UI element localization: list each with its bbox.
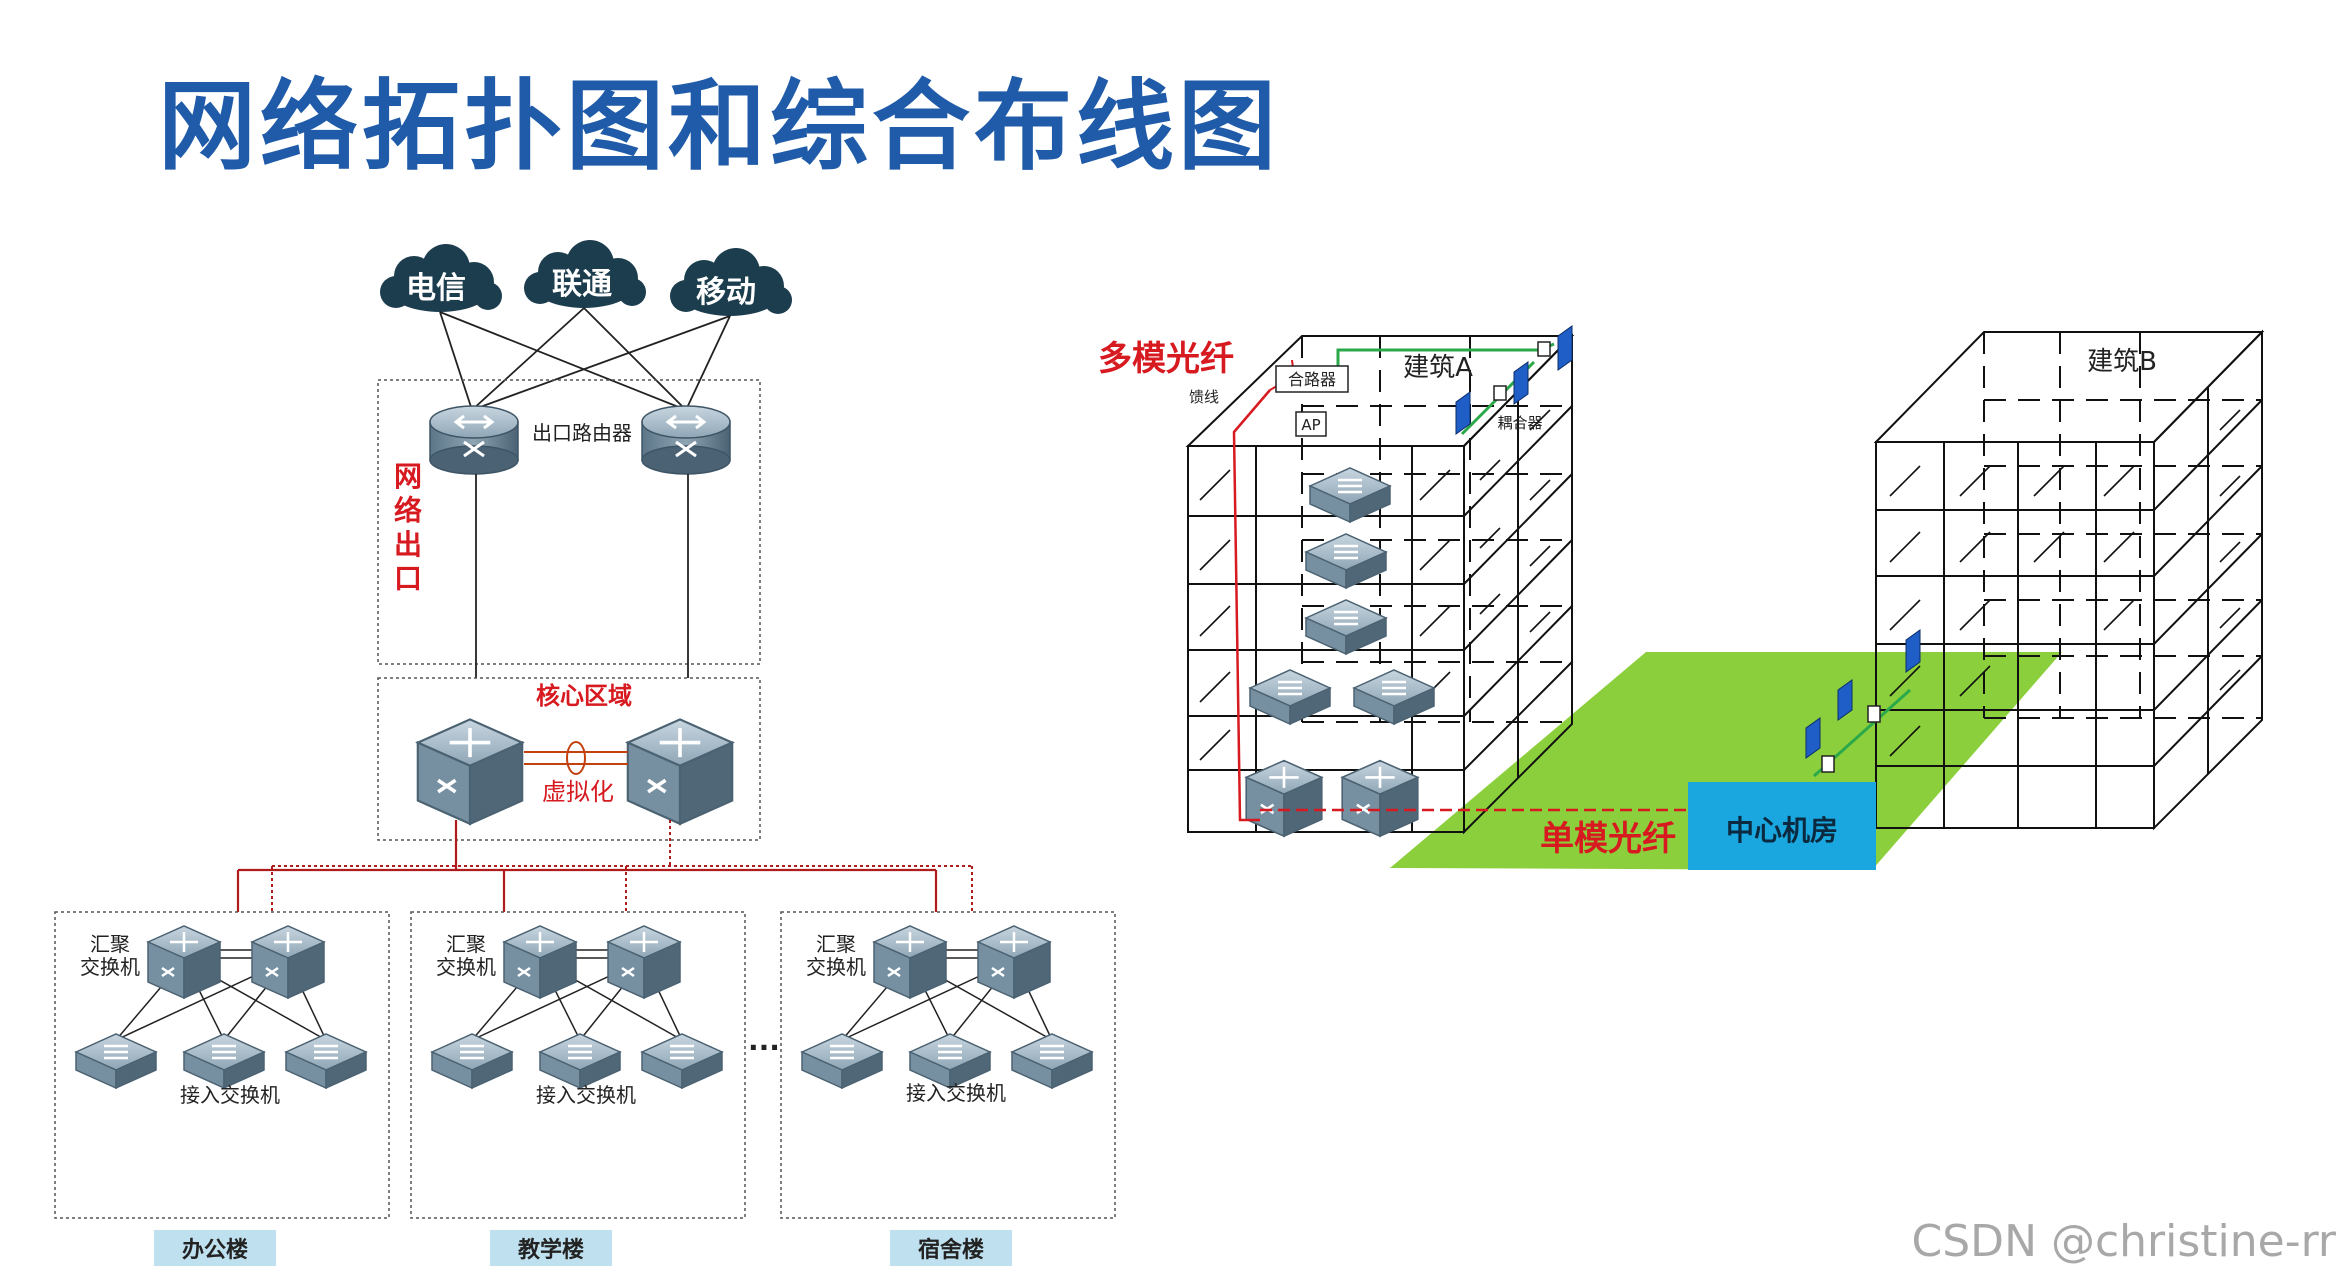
ap-label: AP: [1301, 416, 1320, 434]
core-zone-box: [377, 677, 761, 841]
building-group-office: 汇聚 交换机 接入交换机 办公楼: [54, 911, 390, 1266]
agg-label: 交换机: [436, 955, 496, 979]
egress-router-right: [640, 404, 732, 476]
core-switch-left: [415, 717, 525, 826]
access-label: 接入交换机: [180, 1083, 280, 1107]
access-switch: [640, 1032, 724, 1090]
isp-label: 联通: [552, 267, 612, 302]
egress-zone-label: 网 络 出 口: [394, 460, 422, 595]
data-center-box: [1688, 782, 1876, 870]
building-name: 宿舍楼: [918, 1237, 984, 1263]
access-switch: [1010, 1032, 1094, 1090]
access-switch: [800, 1032, 884, 1090]
agg-switch: [976, 924, 1052, 1000]
agg-label: 汇聚: [816, 932, 856, 956]
egress-zone-box: [377, 379, 761, 665]
combiner-box: [1275, 365, 1349, 393]
more-buildings-ellipsis: ...: [748, 1024, 780, 1057]
ap-box: [1295, 411, 1327, 437]
feeder-line: [1232, 359, 1296, 822]
access-label: 接入交换机: [536, 1083, 636, 1107]
building-a-switches: [1244, 466, 1436, 838]
agg-switch: [502, 924, 578, 1000]
svg-text:口: 口: [394, 562, 422, 595]
building-b-label: 建筑B: [2087, 347, 2157, 377]
multimode-fiber-label: 多模光纤: [1098, 339, 1234, 379]
access-switch: [74, 1032, 158, 1090]
egress-router-label: 出口路由器: [532, 421, 632, 445]
agg-label: 汇聚: [90, 932, 130, 956]
building-name: 办公楼: [182, 1238, 248, 1263]
combiner-label: 合路器: [1288, 370, 1336, 389]
svg-text:络: 络: [394, 494, 422, 527]
singlemode-fiber-label: 单模光纤: [1540, 819, 1676, 859]
egress-router-left: [428, 404, 520, 476]
svg-text:出: 出: [394, 528, 422, 561]
antenna-panels-a: [1455, 325, 1573, 435]
agg-switch: [250, 924, 326, 1000]
virtualization-label: 虚拟化: [542, 778, 614, 806]
agg-switch: [146, 924, 222, 1000]
coupler-label: 耦合器: [1497, 414, 1542, 432]
building-b: [1873, 329, 2265, 831]
distribution-links: [236, 820, 938, 912]
access-switch: [538, 1032, 622, 1090]
building-group-dormitory: 汇聚 交换机 接入交换机 宿舍楼: [780, 911, 1116, 1266]
isp-cloud-telecom: 电信: [380, 244, 502, 312]
isp-label: 移动: [696, 275, 756, 310]
access-label: 接入交换机: [906, 1081, 1006, 1105]
access-switch: [182, 1032, 266, 1090]
cabling-diagram: 合路器 AP 馈线 耦合器 建筑A: [1098, 325, 2265, 870]
data-center-label: 中心机房: [1726, 814, 1838, 847]
isp-cloud-unicom: 联通: [524, 240, 646, 308]
watermark: CSDN @christine-rr: [1911, 1216, 2336, 1267]
access-switch: [908, 1032, 992, 1090]
ground-plane: [1390, 652, 2062, 870]
building-group-teaching: 汇聚 交换机 接入交换机 教学楼: [410, 911, 746, 1266]
agg-label: 交换机: [806, 955, 866, 979]
isp-links: [439, 307, 731, 411]
virtualization-link: [524, 741, 628, 775]
access-switch: [284, 1032, 368, 1090]
access-switch: [430, 1032, 514, 1090]
building-a-label: 建筑A: [1403, 353, 1473, 383]
building-a: [1185, 333, 1575, 835]
agg-label: 汇聚: [446, 932, 486, 956]
core-zone-label: 核心区域: [536, 682, 632, 710]
building-name: 教学楼: [518, 1237, 584, 1263]
isp-label: 电信: [406, 271, 466, 306]
core-switch-right: [625, 717, 735, 826]
feeder-label: 馈线: [1189, 388, 1219, 406]
topology-diagram: 电信 联通 移动 网 络 出 口 出口路由器: [54, 240, 1116, 1266]
agg-switch: [606, 924, 682, 1000]
agg-label: 交换机: [80, 955, 140, 979]
isp-cloud-mobile: 移动: [670, 248, 792, 316]
antenna-panels-b: [1805, 629, 1921, 759]
agg-switch: [872, 924, 948, 1000]
svg-text:网: 网: [394, 460, 422, 493]
page-title: 网络拓扑图和综合布线图: [158, 70, 1281, 184]
